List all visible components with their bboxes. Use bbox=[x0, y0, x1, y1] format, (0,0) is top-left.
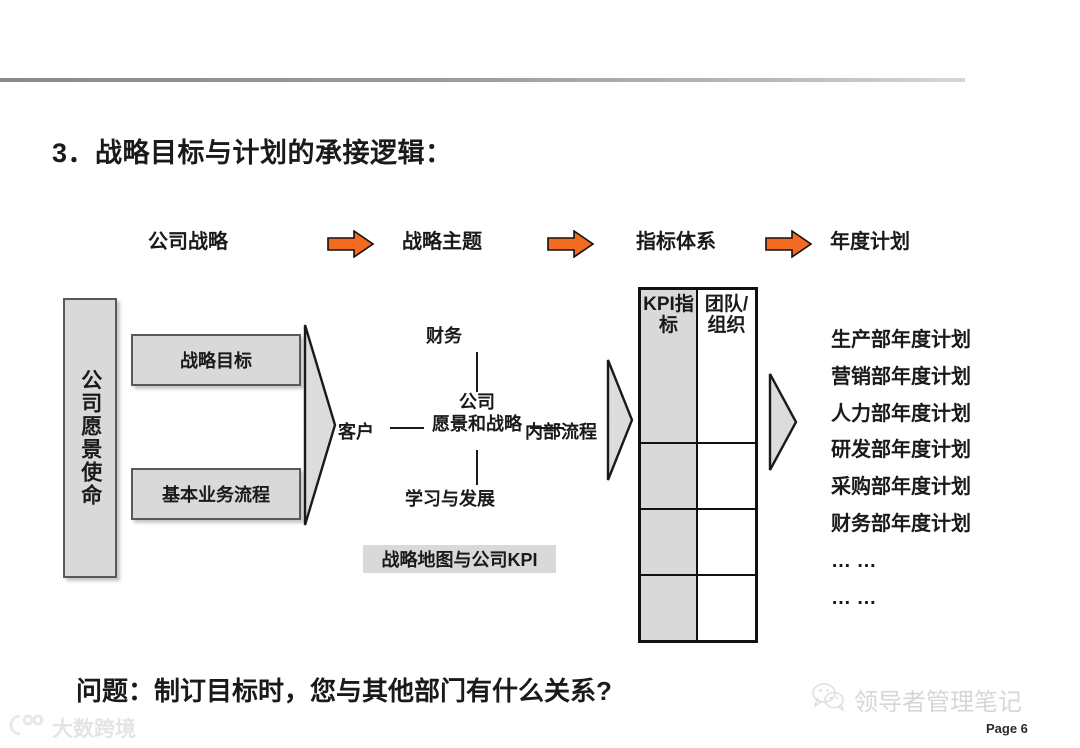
kpi-table-cell[interactable] bbox=[698, 510, 755, 574]
page-number: Page 6 bbox=[986, 721, 1028, 736]
chevron-arrow-3-icon bbox=[768, 372, 798, 472]
table-row[interactable] bbox=[641, 510, 755, 576]
page-title: 3．战略目标与计划的承接逻辑： bbox=[52, 138, 453, 168]
list-item: 研发部年度计划 bbox=[831, 439, 971, 462]
strategy-map-node-internal-process: 内部流程 bbox=[525, 422, 597, 442]
strategy-map-connector-bottom bbox=[476, 450, 478, 485]
stage-label-2: 战略主题 bbox=[402, 231, 482, 253]
kpi-table-cell[interactable] bbox=[641, 510, 698, 574]
wechat-watermark-text: 领导者管理笔记 bbox=[854, 689, 1022, 716]
strategy-goal-label: 战略目标 bbox=[180, 351, 252, 371]
discussion-question: 问题：制订目标时，您与其他部门有什么关系? bbox=[76, 676, 612, 706]
department-plan-list: 生产部年度计划营销部年度计划人力部年度计划研发部年度计划采购部年度计划财务部年度… bbox=[831, 322, 1031, 616]
list-item: 采购部年度计划 bbox=[831, 476, 971, 499]
wechat-icon bbox=[812, 682, 846, 717]
strategy-map-center-line1: 公司 bbox=[459, 392, 495, 412]
strategy-map: 财务 客户 内部流程 学习与发展 公司 愿景和战略 bbox=[330, 322, 620, 527]
list-item: … … bbox=[831, 549, 877, 572]
stage-arrow-1-icon bbox=[327, 230, 375, 258]
kpi-table-cell[interactable] bbox=[698, 576, 755, 640]
stage-header-row: 公司战略 战略主题 指标体系 年度计划 bbox=[120, 228, 950, 268]
kpi-table-header-row: KPI指标团队/组织 bbox=[641, 290, 755, 444]
strategy-map-center-line2: 愿景和战略 bbox=[432, 413, 522, 434]
vision-mission-box: 公司愿景使命 bbox=[63, 298, 117, 578]
strategy-map-connector-right bbox=[530, 427, 564, 429]
strategy-map-node-customer: 客户 bbox=[338, 422, 374, 442]
strategy-map-connector-top bbox=[476, 352, 478, 392]
site-logo-icon bbox=[6, 712, 46, 743]
table-row[interactable] bbox=[641, 576, 755, 640]
list-item: 营销部年度计划 bbox=[831, 365, 971, 388]
list-item: 生产部年度计划 bbox=[831, 329, 971, 351]
kpi-table-header-cell-1: KPI指标 bbox=[641, 290, 698, 442]
strategy-map-connector-left bbox=[390, 427, 424, 429]
business-process-label: 基本业务流程 bbox=[162, 485, 270, 505]
vision-mission-label: 公司愿景使命 bbox=[78, 369, 102, 507]
list-item: 财务部年度计划 bbox=[831, 512, 971, 535]
header-divider bbox=[0, 78, 965, 82]
strategy-map-caption: 战略地图与公司KPI bbox=[363, 545, 556, 573]
strategy-map-center: 公司 愿景和战略 bbox=[418, 392, 536, 436]
kpi-table-header-cell-2: 团队/组织 bbox=[698, 290, 755, 442]
stage-label-3: 指标体系 bbox=[636, 231, 716, 253]
stage-arrow-3-icon bbox=[765, 230, 813, 258]
list-item: … … bbox=[831, 586, 877, 609]
kpi-table: KPI指标团队/组织 bbox=[638, 287, 758, 643]
table-row[interactable] bbox=[641, 444, 755, 510]
business-process-box: 基本业务流程 bbox=[131, 468, 301, 520]
stage-label-4: 年度计划 bbox=[830, 231, 910, 253]
chevron-arrow-1-icon bbox=[303, 323, 337, 527]
strategy-goal-box: 战略目标 bbox=[131, 334, 301, 386]
kpi-table-cell[interactable] bbox=[641, 576, 698, 640]
kpi-table-cell[interactable] bbox=[641, 444, 698, 508]
stage-label-1: 公司战略 bbox=[148, 231, 228, 253]
site-watermark: 大数跨境 bbox=[6, 712, 136, 743]
list-item: 人力部年度计划 bbox=[831, 402, 971, 425]
wechat-watermark: 领导者管理笔记 bbox=[812, 682, 1022, 717]
site-watermark-text: 大数跨境 bbox=[52, 717, 136, 741]
stage-arrow-2-icon bbox=[547, 230, 595, 258]
strategy-map-node-finance: 财务 bbox=[426, 326, 462, 346]
chevron-arrow-2-icon bbox=[606, 358, 634, 482]
kpi-table-cell[interactable] bbox=[698, 444, 755, 508]
strategy-map-node-learning: 学习与发展 bbox=[405, 489, 495, 509]
